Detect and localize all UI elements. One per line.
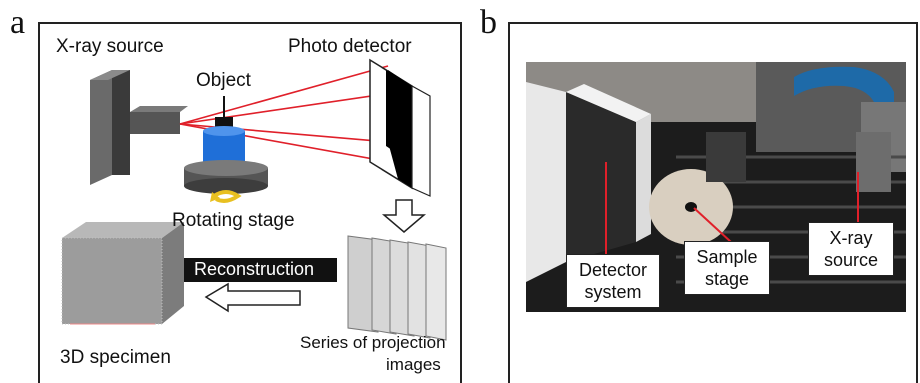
label-projection-line2: images [386, 355, 441, 374]
label-object: Object [196, 70, 251, 91]
panel-a-frame [38, 22, 462, 383]
label-xray-line1: X-ray [829, 228, 873, 248]
label-3d-specimen: 3D specimen [60, 347, 171, 368]
specimen-cube [61, 222, 184, 325]
pointer-lines [605, 162, 859, 257]
label-detector-system: Detector system [566, 254, 660, 308]
rotating-stage [184, 160, 268, 203]
xray-source-block [90, 70, 188, 185]
sample-stage-disc [649, 132, 746, 245]
panel-b-letter: b [480, 4, 497, 41]
reconstruction-bar [182, 258, 337, 282]
label-detector-line1: Detector [578, 260, 648, 280]
label-sample-stage: Sample stage [684, 241, 770, 295]
panel-a-letter: a [10, 4, 26, 41]
label-xray-line2: source [823, 250, 879, 270]
label-xray-source-photo: X-ray source [808, 222, 894, 276]
photo-detector [369, 58, 431, 197]
left-arrow [204, 282, 301, 313]
label-sample-line1: Sample [696, 247, 758, 267]
label-photo-detector: Photo detector [288, 36, 412, 57]
panel-b-frame [508, 22, 918, 383]
label-xray-source: X-ray source [56, 36, 164, 57]
xray-source-housing [856, 132, 891, 192]
panel-a-diagram [61, 58, 447, 341]
label-projection-line1: Series of projection [300, 333, 446, 352]
label-detector-line2: system [584, 282, 642, 302]
projection-stack [347, 235, 447, 341]
label-sample-line2: stage [704, 269, 750, 289]
label-reconstruction: Reconstruction [194, 259, 315, 279]
label-rotating-stage: Rotating stage [172, 210, 295, 231]
detector-housing [526, 82, 651, 282]
down-arrow [381, 199, 427, 233]
